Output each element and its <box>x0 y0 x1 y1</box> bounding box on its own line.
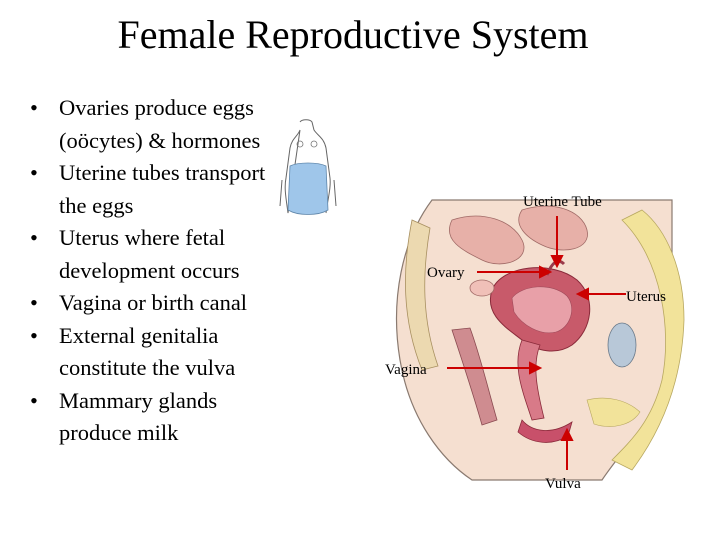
bullet-uterine-tubes: Uterine tubes transport the eggs <box>28 157 293 222</box>
bullet-uterus: Uterus where fetal development occurs <box>28 222 293 287</box>
bullet-list: Ovaries produce eggs (oöcytes) & hormone… <box>28 92 293 450</box>
pointer-arrows <box>447 216 626 470</box>
bullet-vagina: Vagina or birth canal <box>28 287 293 320</box>
label-vulva: Vulva <box>545 476 581 492</box>
label-ovary: Ovary <box>427 265 465 281</box>
bullet-external-genitalia: External genitalia constitute the vulva <box>28 320 293 385</box>
label-uterus: Uterus <box>626 289 666 305</box>
body-outline-thumbnail <box>279 119 337 215</box>
label-uterine-tube: Uterine Tube <box>523 194 602 210</box>
bullet-ovaries: Ovaries produce eggs (oöcytes) & hormone… <box>28 92 293 157</box>
bullet-mammary-glands: Mammary glands produce milk <box>28 385 293 450</box>
reproductive-anatomy-diagram <box>395 199 685 481</box>
label-vagina: Vagina <box>385 362 427 378</box>
slide-title: Female Reproductive System <box>117 12 589 57</box>
